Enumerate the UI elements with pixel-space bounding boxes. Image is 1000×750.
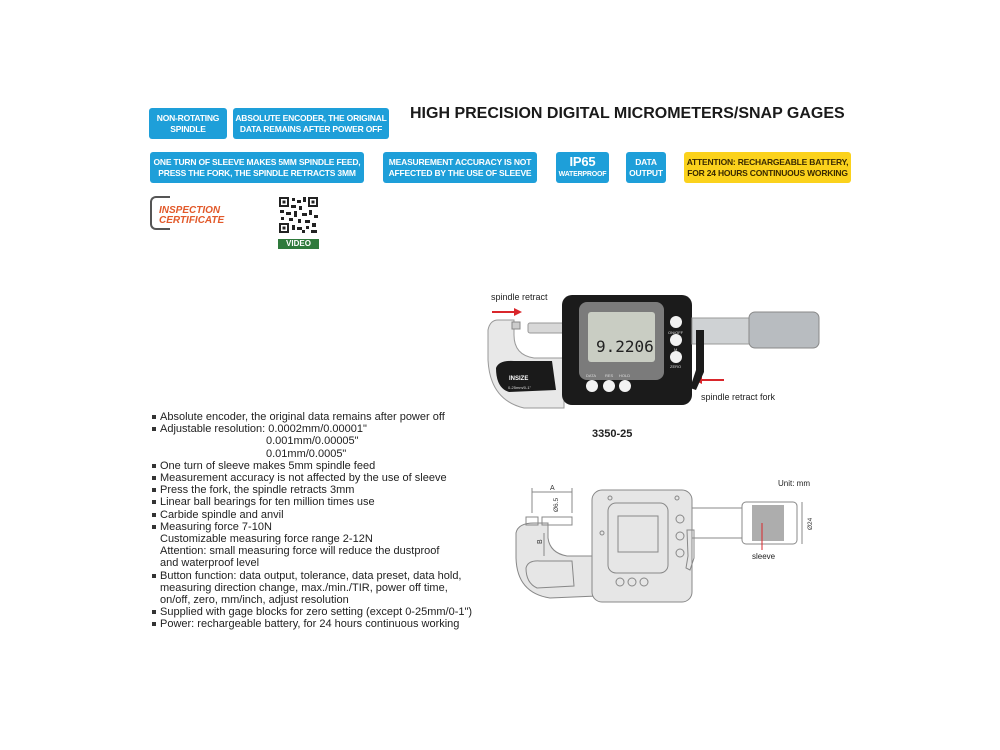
range-label: 0-25mm/0-1" <box>508 385 532 390</box>
hold-label: HOLD <box>619 373 630 378</box>
m-label: M <box>674 347 677 352</box>
list-item: 0.01mm/0.0005" <box>266 447 347 460</box>
certificate-line: INSPECTION <box>159 205 221 216</box>
res-button[interactable] <box>603 380 615 392</box>
arrow-right-icon <box>492 308 522 316</box>
list-item: Adjustable resolution: 0.0002mm/0.00001" <box>151 423 472 435</box>
dim-a-label: A <box>550 485 555 492</box>
badge-line: DATA <box>635 156 657 167</box>
list-item: Absolute encoder, the original data rema… <box>151 411 472 423</box>
list-item: Attention: small measuring force will re… <box>160 545 440 558</box>
hold-button[interactable] <box>619 380 631 392</box>
certificate-line: CERTIFICATE <box>159 215 225 226</box>
badge-line: AFFECTED BY THE USE OF SLEEVE <box>388 167 532 178</box>
list-item: Customizable measuring force range 2-12N <box>160 533 373 546</box>
label-spindle-retract: spindle retract <box>491 292 548 302</box>
res-label: RES <box>605 373 614 378</box>
list-item: on/off, zero, mm/inch, adjust resolution <box>160 594 349 607</box>
qr-video-label: VIDEO <box>278 239 319 249</box>
list-item: Power: rechargeable battery, for 24 hour… <box>151 618 472 630</box>
micrometer-photo: INSIZE 0-25mm/0-1" 9.2206 ON/OFF M ZERO … <box>487 295 820 409</box>
micrometer-outline-drawing: A B Ø6.5 Ø24 <box>515 485 814 603</box>
m-button[interactable] <box>670 334 682 346</box>
data-button[interactable] <box>586 380 598 392</box>
badge-line: WATERPROOF <box>558 171 607 178</box>
list-item: 0.001mm/0.00005" <box>266 435 359 448</box>
label-spindle-retract-fork: spindle retract fork <box>701 392 776 402</box>
badge-line: ONE TURN OF SLEEVE MAKES 5MM SPINDLE FEE… <box>153 156 361 167</box>
lcd-value: 9.2206 <box>596 337 654 356</box>
dim-d24-label: Ø24 <box>807 517 814 530</box>
product-photo: INSIZE 0-25mm/0-1" 9.2206 ON/OFF M ZERO … <box>484 290 834 415</box>
inspection-certificate-logo: INSPECTION CERTIFICATE <box>150 196 246 230</box>
page-title: HIGH PRECISION DIGITAL MICROMETERS/SNAP … <box>410 105 845 122</box>
list-item: One turn of sleeve makes 5mm spindle fee… <box>151 460 472 472</box>
onoff-label: ON/OFF <box>668 330 684 335</box>
dim-b-label: B <box>537 539 544 544</box>
list-item: Carbide spindle and anvil <box>151 509 472 521</box>
feature-list: Absolute encoder, the original data rema… <box>151 411 473 631</box>
badge-attention-battery: ATTENTION: RECHARGEABLE BATTERY,FOR 24 H… <box>684 152 851 183</box>
arrow-left-icon <box>694 376 724 384</box>
model-number: 3350-25 <box>592 428 633 440</box>
onoff-button[interactable] <box>670 316 682 328</box>
badge-line: NON-ROTATING <box>156 112 220 123</box>
badge-line: OUTPUT <box>629 167 663 178</box>
unit-label: Unit: mm <box>778 479 810 488</box>
list-item: Measuring force 7-10N <box>151 521 472 533</box>
brand-logo: INSIZE <box>509 376 528 382</box>
list-item: Press the fork, the spindle retracts 3mm <box>151 484 472 496</box>
list-item: and waterproof level <box>160 557 260 570</box>
sleeve-label: sleeve <box>752 552 776 561</box>
badge-line: IP65 <box>569 154 596 169</box>
list-item: Button function: data output, tolerance,… <box>151 570 472 582</box>
list-item: Measurement accuracy is not affected by … <box>151 472 472 484</box>
zero-button[interactable] <box>670 351 682 363</box>
list-item: Linear ball bearings for ten million tim… <box>151 496 472 508</box>
technical-drawing: A B Ø6.5 Ø24 <box>512 478 822 608</box>
badge-line: FOR 24 HOURS CONTINUOUS WORKING <box>687 167 848 178</box>
zero-label: ZERO <box>670 364 681 369</box>
list-item: Supplied with gage blocks for zero setti… <box>151 606 473 619</box>
data-label: DATA <box>586 373 596 378</box>
badge-line: DATA REMAINS AFTER POWER OFF <box>239 123 383 134</box>
badge-line: SPINDLE <box>170 123 206 134</box>
list-item: measuring direction change, max./min./TI… <box>160 581 448 594</box>
badge-line: PRESS THE FORK, THE SPINDLE RETRACTS 3MM <box>158 167 356 178</box>
badge-line: ATTENTION: RECHARGEABLE BATTERY, <box>686 156 849 167</box>
qr-code-icon <box>278 196 319 234</box>
dim-d65-label: Ø6.5 <box>553 498 560 512</box>
badge-sleeve-feed: ONE TURN OF SLEEVE MAKES 5MM SPINDLE FEE… <box>150 152 364 183</box>
badge-line: MEASUREMENT ACCURACY IS NOT <box>388 156 532 167</box>
badge-line: ABSOLUTE ENCODER, THE ORIGINAL <box>235 112 387 123</box>
qr-code[interactable]: VIDEO <box>278 196 319 249</box>
